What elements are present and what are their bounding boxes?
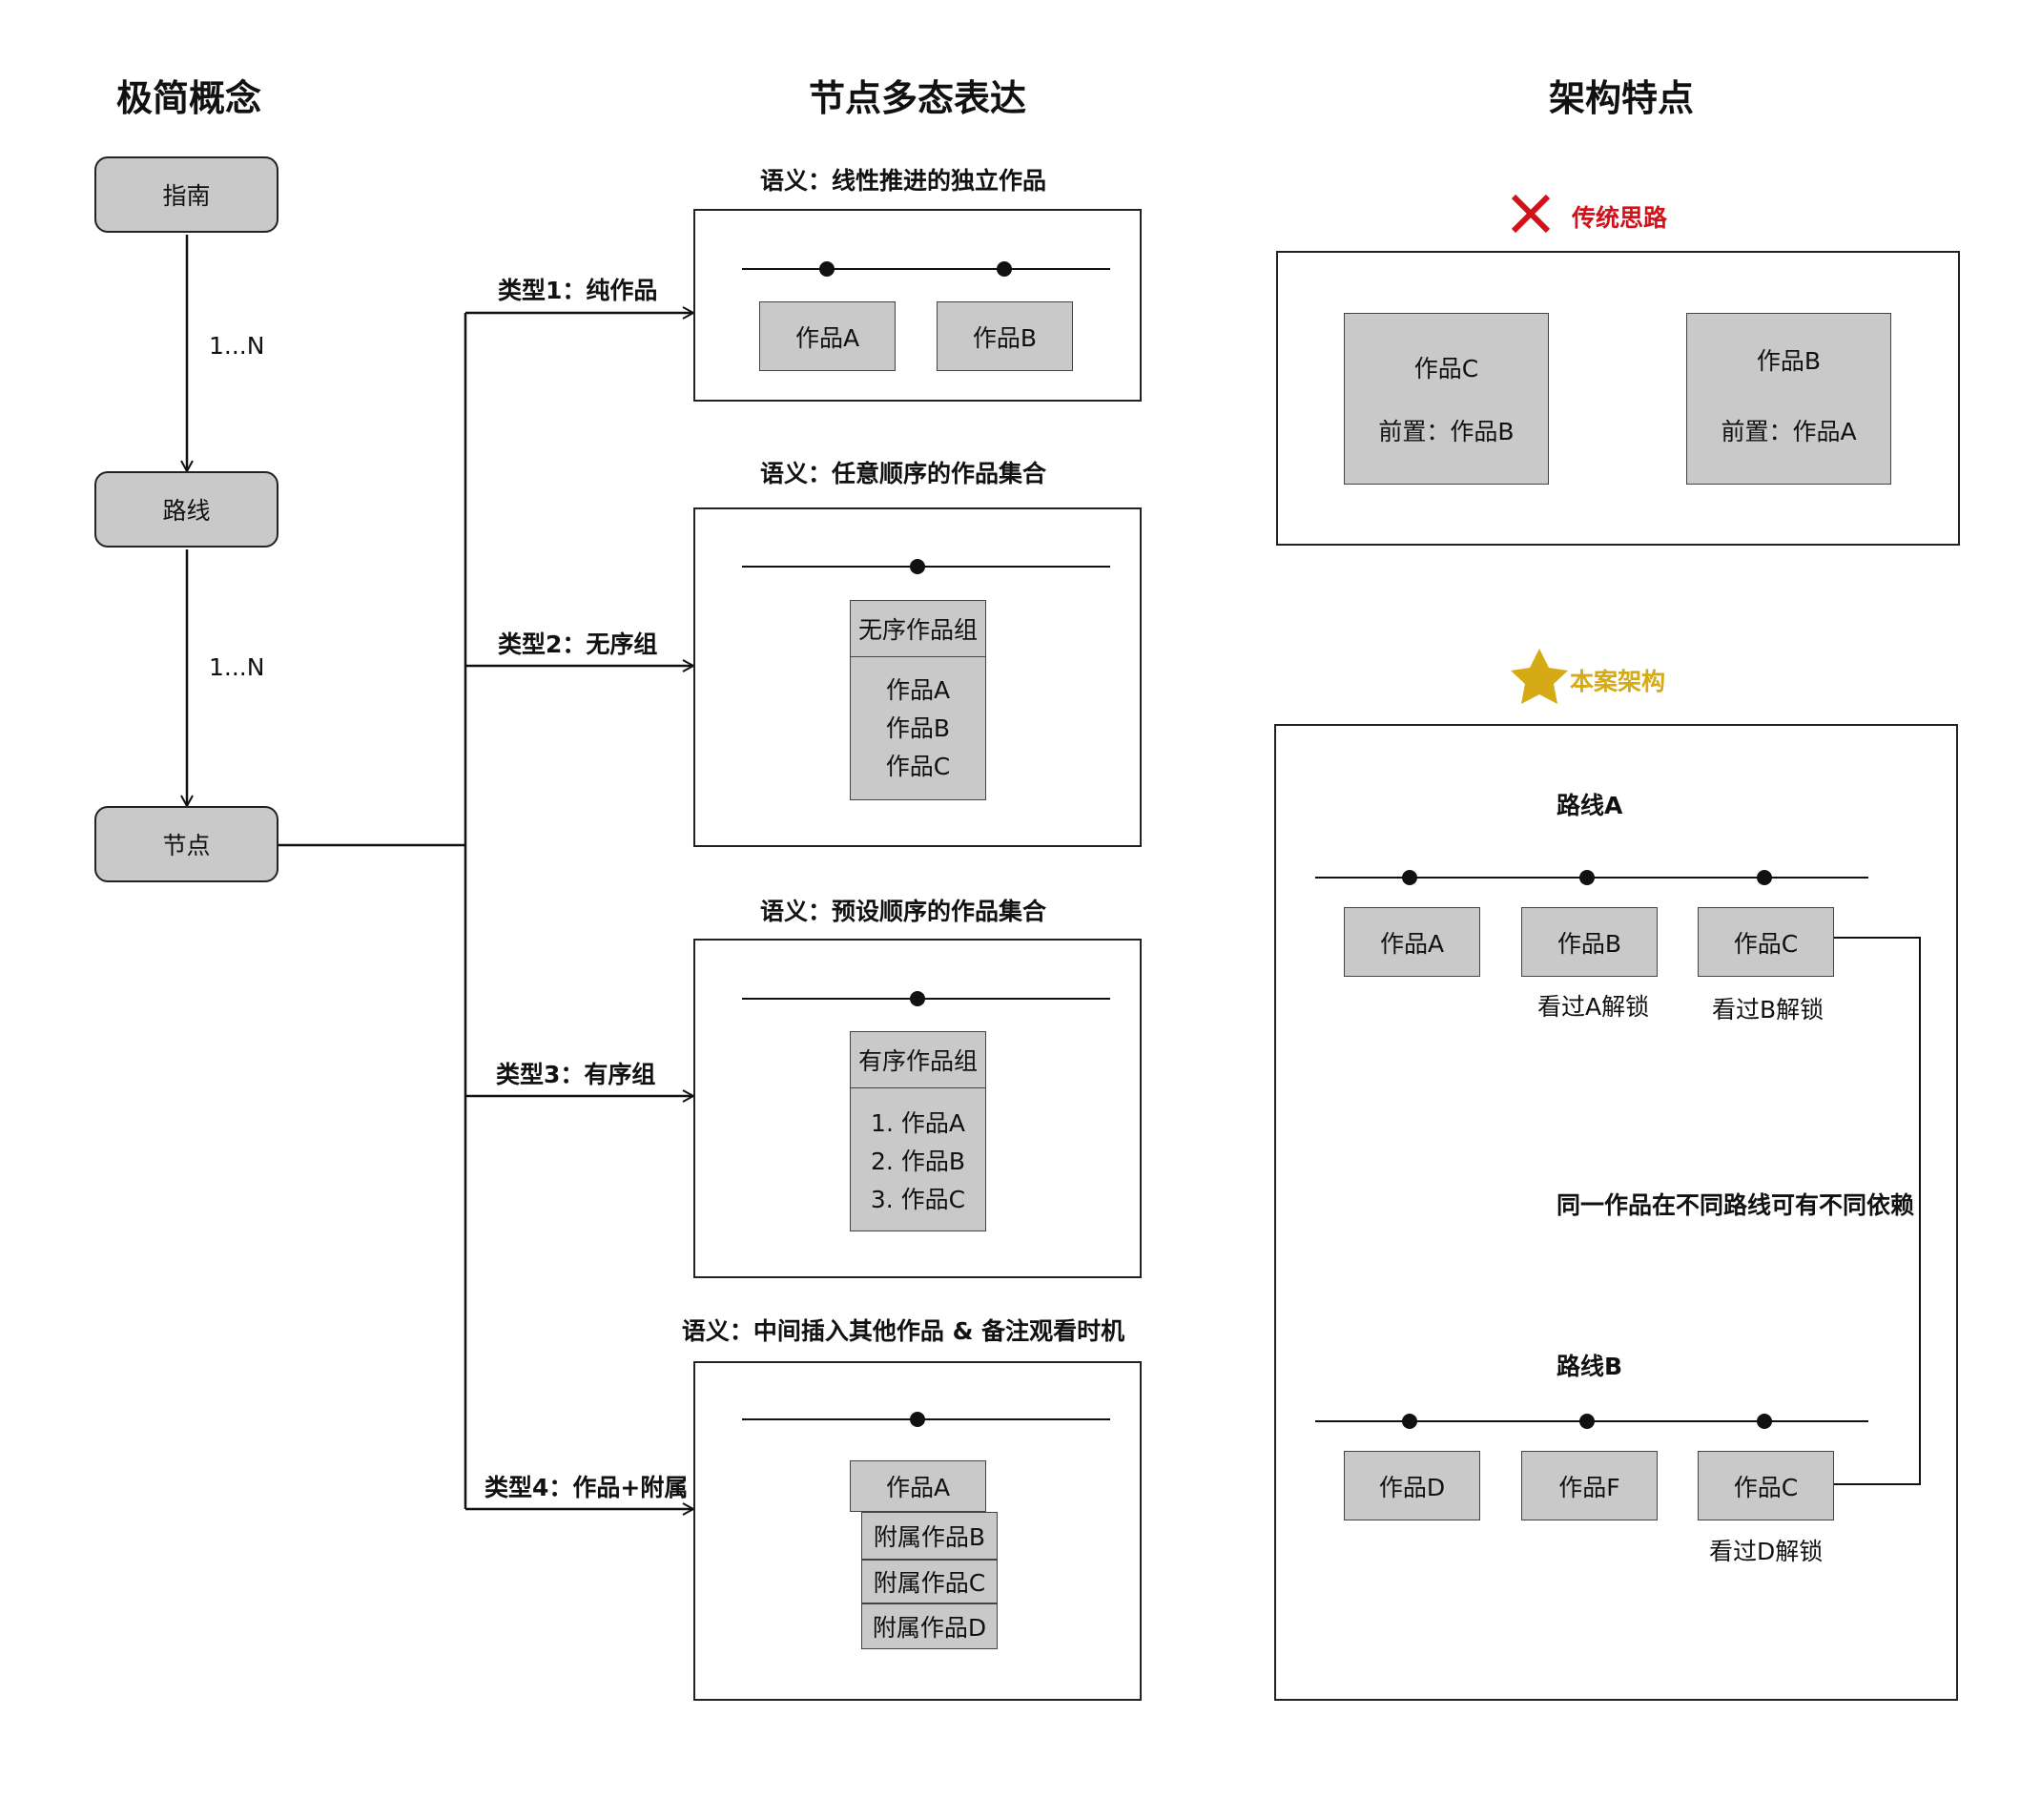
traditional-box-c: 作品C 前置：作品B: [1344, 313, 1549, 485]
work-box: 作品A: [759, 301, 896, 371]
group-item: 作品C: [885, 753, 951, 780]
work-box: 作品F: [1521, 1451, 1658, 1520]
work-label: 作品A: [885, 1474, 951, 1501]
work-label: 作品A: [794, 323, 860, 352]
type3-semantic: 语义：预设顺序的作品集合: [759, 898, 1046, 925]
cross-icon: [1511, 194, 1551, 234]
relation-label: 1...N: [209, 332, 265, 360]
work-label: 作品A: [1379, 929, 1445, 958]
relation-label: 1...N: [209, 653, 265, 681]
unlock-note: 看过B解锁: [1712, 996, 1825, 1024]
guide-label: 指南: [162, 182, 211, 210]
same-work-link: [1833, 937, 1921, 1485]
ours-title: 本案架构: [1570, 668, 1666, 695]
group-item: 作品B: [885, 714, 951, 742]
node-label: 节点: [162, 832, 211, 859]
heading-node-forms: 节点多态表达: [808, 77, 1026, 119]
route-label: 路线: [162, 497, 211, 525]
type2-panel: [693, 507, 1142, 847]
attached-work-box: 附属作品C: [861, 1560, 998, 1603]
traditional-panel: [1276, 251, 1960, 546]
timeline-dot: [910, 991, 925, 1006]
timeline-dot: [910, 559, 925, 574]
type4-semantic: 语义：中间插入其他作品 & 备注观看时机: [681, 1317, 1125, 1345]
work-box: 作品B: [1521, 907, 1658, 977]
heading-concept: 极简概念: [115, 77, 261, 119]
work-box: 作品C: [1698, 907, 1834, 977]
work-box: 作品C: [1698, 1451, 1834, 1520]
work-label: 作品C: [1413, 355, 1479, 383]
concept-node: 节点: [94, 806, 278, 882]
group-title: 有序作品组: [851, 1032, 985, 1088]
timeline-dot: [1579, 870, 1595, 885]
type3-label: 类型3：有序组: [496, 1061, 656, 1088]
ours-panel: [1274, 724, 1958, 1701]
concept-route: 路线: [94, 471, 278, 548]
star-icon: [1511, 649, 1568, 704]
work-box: 作品A: [1344, 907, 1480, 977]
dependency-note: 同一作品在不同路线可有不同依赖: [1557, 1191, 1915, 1219]
type1-semantic: 语义：线性推进的独立作品: [759, 167, 1046, 195]
work-box: 作品B: [937, 301, 1073, 371]
group-item: 作品A: [885, 676, 951, 704]
main-work-box: 作品A: [850, 1460, 986, 1512]
work-label: 作品B: [1557, 929, 1622, 958]
attached-work-box: 附属作品D: [861, 1603, 998, 1649]
work-label: 附属作品C: [873, 1569, 986, 1597]
timeline-dot: [910, 1412, 925, 1427]
work-label: 作品B: [1756, 347, 1822, 375]
timeline-dot: [1579, 1414, 1595, 1429]
prerequisite-label: 前置：作品A: [1721, 418, 1857, 445]
group-item: 2. 作品B: [871, 1148, 965, 1175]
work-label: 作品D: [1378, 1473, 1446, 1501]
type2-semantic: 语义：任意顺序的作品集合: [759, 460, 1046, 487]
traditional-title: 传统思路: [1572, 204, 1668, 232]
timeline-dot: [819, 261, 835, 277]
work-label: 作品B: [972, 323, 1038, 352]
unlock-note: 看过D解锁: [1709, 1538, 1824, 1565]
type4-label: 类型4：作品+附属: [484, 1474, 689, 1501]
route-a-title: 路线A: [1557, 792, 1623, 819]
concept-guide: 指南: [94, 156, 278, 233]
timeline-dot: [1757, 870, 1772, 885]
work-label: 作品C: [1733, 929, 1799, 958]
group-title: 无序作品组: [851, 601, 985, 657]
traditional-box-b: 作品B 前置：作品A: [1686, 313, 1891, 485]
unordered-group: 无序作品组 作品A 作品B 作品C: [850, 600, 986, 800]
timeline-dot: [1757, 1414, 1772, 1429]
work-label: 作品F: [1558, 1473, 1620, 1501]
type1-label: 类型1：纯作品: [498, 277, 658, 304]
heading-features: 架构特点: [1548, 77, 1694, 119]
work-label: 作品C: [1733, 1473, 1799, 1501]
group-item: 1. 作品A: [871, 1109, 965, 1137]
type4-panel: [693, 1361, 1142, 1701]
type1-panel: [693, 209, 1142, 402]
ordered-group: 有序作品组 1. 作品A 2. 作品B 3. 作品C: [850, 1031, 986, 1231]
timeline-dot: [997, 261, 1012, 277]
prerequisite-label: 前置：作品B: [1378, 418, 1515, 445]
type3-panel: [693, 939, 1142, 1278]
group-item: 3. 作品C: [870, 1186, 966, 1213]
attached-work-box: 附属作品B: [861, 1512, 998, 1560]
route-b-title: 路线B: [1557, 1353, 1623, 1380]
timeline-dot: [1402, 870, 1417, 885]
work-label: 附属作品D: [872, 1614, 987, 1642]
timeline-dot: [1402, 1414, 1417, 1429]
type2-label: 类型2：无序组: [498, 631, 658, 658]
work-label: 附属作品B: [873, 1523, 986, 1551]
work-box: 作品D: [1344, 1451, 1480, 1520]
unlock-note: 看过A解锁: [1537, 993, 1650, 1021]
